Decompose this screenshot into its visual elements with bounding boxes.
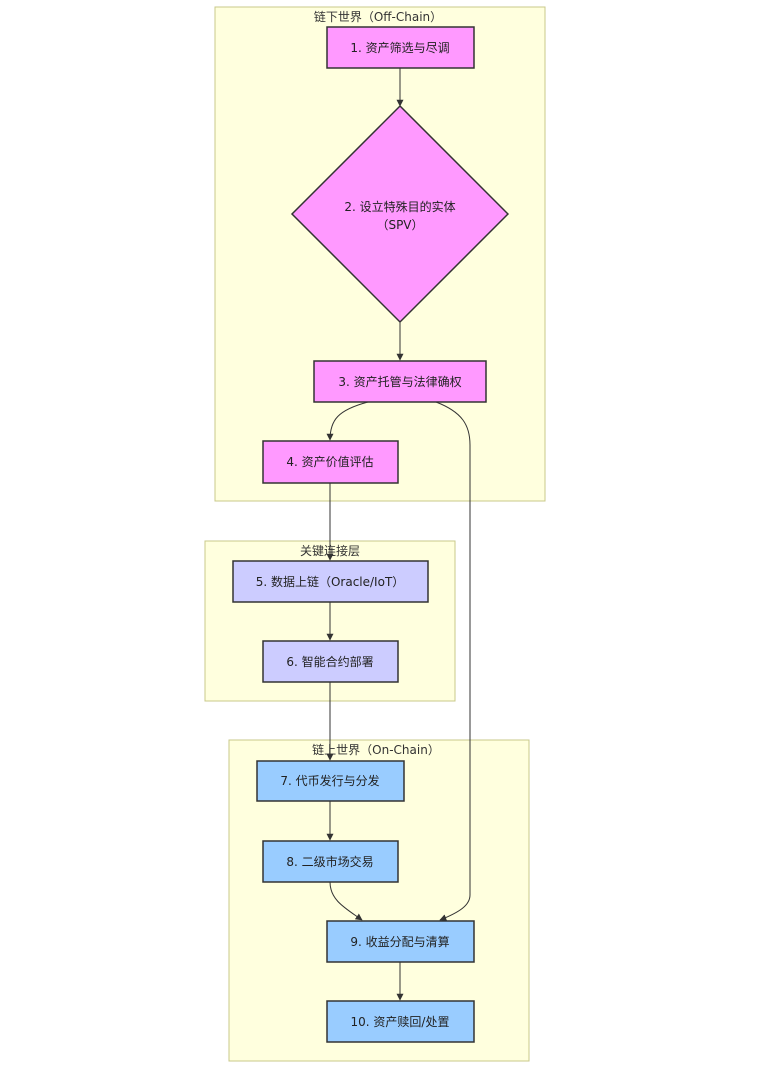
node-8[interactable]: 8. 二级市场交易 xyxy=(262,840,399,883)
node-10-label: 10. 资产赎回/处置 xyxy=(351,1015,450,1029)
node-7[interactable]: 7. 代币发行与分发 xyxy=(256,760,405,802)
node-1-label: 1. 资产筛选与尽调 xyxy=(350,40,449,55)
node-9-label: 9. 收益分配与清算 xyxy=(350,934,449,949)
node-7-label: 7. 代币发行与分发 xyxy=(280,773,379,788)
edge-3-4 xyxy=(326,401,369,441)
node-2[interactable]: 2. 设立特殊目的实体 （SPV） xyxy=(290,104,510,324)
node-3[interactable]: 3. 资产托管与法律确权 xyxy=(313,360,487,403)
edges xyxy=(326,68,471,1001)
node-5-label: 5. 数据上链（Oracle/IoT） xyxy=(256,574,405,589)
node-4[interactable]: 4. 资产价值评估 xyxy=(262,440,399,484)
node-1[interactable]: 1. 资产筛选与尽调 xyxy=(326,26,475,69)
node-2-label-line1: 2. 设立特殊目的实体 xyxy=(344,199,455,214)
node-9[interactable]: 9. 收益分配与清算 xyxy=(326,920,475,963)
node-5[interactable]: 5. 数据上链（Oracle/IoT） xyxy=(232,560,429,603)
node-6[interactable]: 6. 智能合约部署 xyxy=(262,640,399,683)
node-2-label-line2: （SPV） xyxy=(376,218,423,232)
cluster-onchain-label: 链上世界（On-Chain） xyxy=(312,742,440,757)
node-8-label: 8. 二级市场交易 xyxy=(286,854,373,869)
node-4-label: 4. 资产价值评估 xyxy=(286,454,373,469)
node-6-label: 6. 智能合约部署 xyxy=(286,654,373,669)
cluster-offchain-label: 链下世界（Off-Chain） xyxy=(314,9,442,24)
node-10[interactable]: 10. 资产赎回/处置 xyxy=(326,1000,475,1043)
edge-3-9 xyxy=(435,401,471,921)
edge-8-9 xyxy=(329,881,363,921)
node-3-label: 3. 资产托管与法律确权 xyxy=(338,374,461,389)
